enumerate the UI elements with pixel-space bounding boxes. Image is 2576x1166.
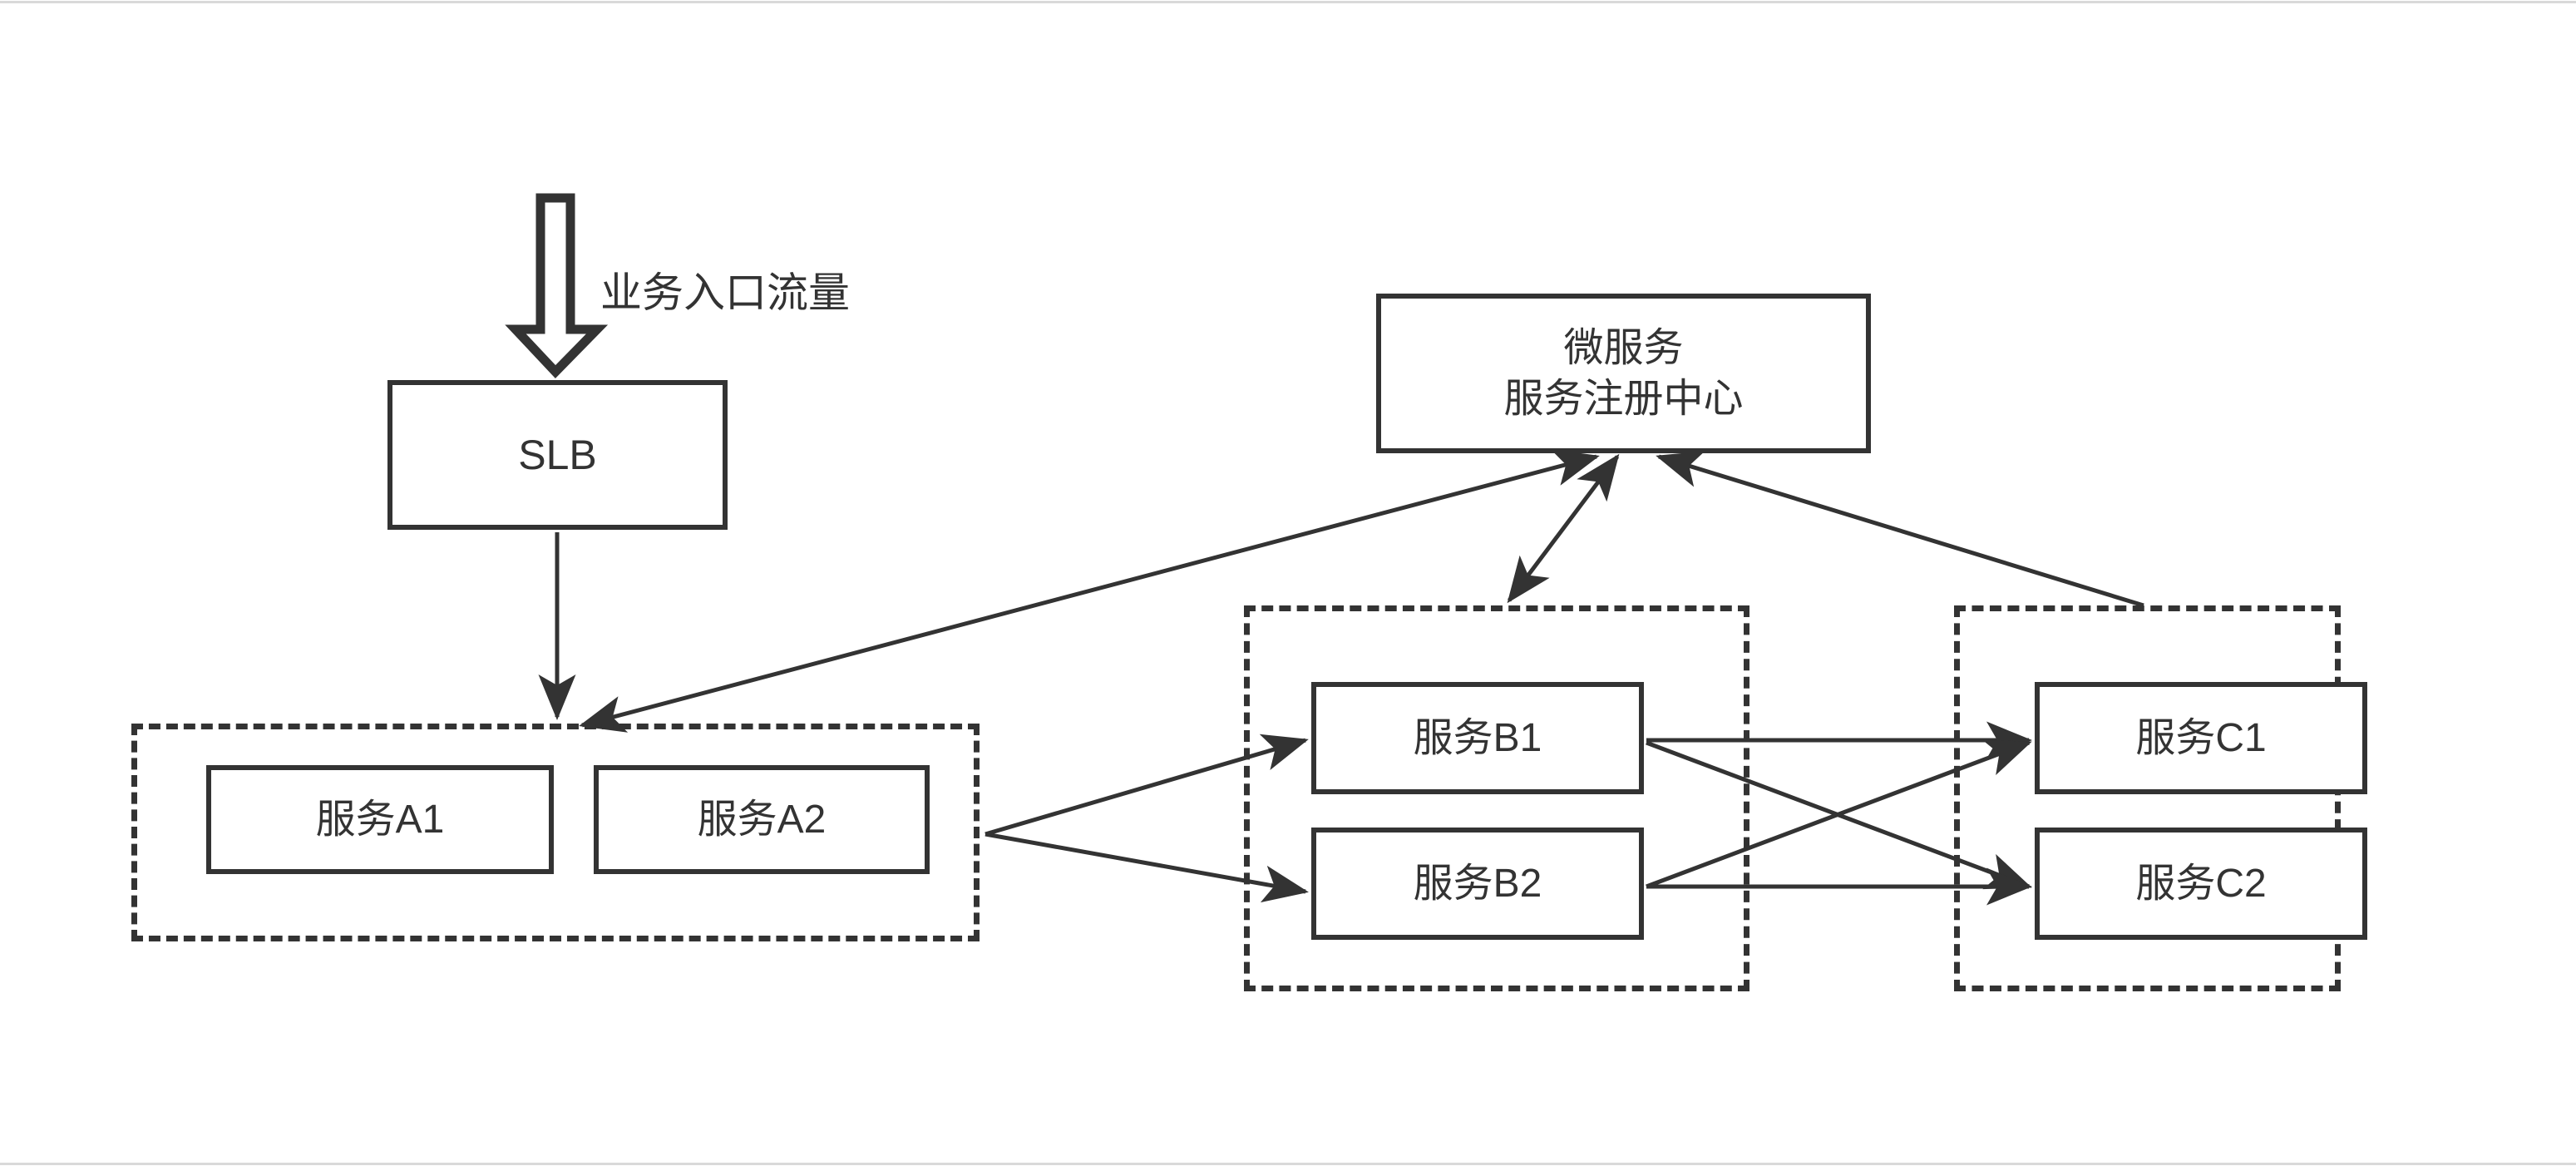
node-service-a1-label: 服务A1 [315, 797, 445, 842]
group-service-b [1244, 605, 1749, 991]
node-service-b1[interactable]: 服务B1 [1311, 682, 1644, 794]
node-service-a2-label: 服务A2 [697, 797, 827, 842]
connector-group-a-registry [579, 449, 1600, 733]
down-block-arrow-icon [505, 193, 609, 378]
node-service-c2-label: 服务C2 [2135, 861, 2267, 906]
node-service-c2[interactable]: 服务C2 [2035, 828, 2367, 940]
node-slb[interactable]: SLB [387, 380, 728, 530]
node-service-c1[interactable]: 服务C1 [2035, 682, 2367, 794]
node-service-c1-label: 服务C1 [2135, 715, 2267, 760]
node-service-a2[interactable]: 服务A2 [594, 765, 930, 874]
group-service-c [1954, 605, 2341, 991]
connector-group-b-registry [1507, 453, 1620, 604]
node-registry-line1: 微服务 [1563, 325, 1684, 370]
connector-group-c-registry [1656, 451, 2144, 608]
node-registry-line2: 服务注册中心 [1503, 377, 1744, 421]
frame-top-divider [0, 1, 2576, 3]
node-service-b1-label: 服务B1 [1413, 715, 1542, 760]
node-service-registry[interactable]: 微服务 服务注册中心 [1376, 294, 1871, 453]
connector-a2-to-b2 [985, 832, 1309, 903]
node-service-b2[interactable]: 服务B2 [1311, 828, 1644, 940]
frame-bottom-divider [0, 1163, 2576, 1165]
ingress-traffic-label: 业务入口流量 [600, 269, 850, 316]
group-service-a [131, 724, 980, 941]
node-service-b2-label: 服务B2 [1413, 861, 1542, 906]
node-slb-label: SLB [518, 432, 597, 478]
connector-a2-to-b1 [985, 734, 1309, 837]
connector-b2-to-c1 [1646, 739, 2032, 889]
node-service-a1[interactable]: 服务A1 [206, 765, 554, 874]
